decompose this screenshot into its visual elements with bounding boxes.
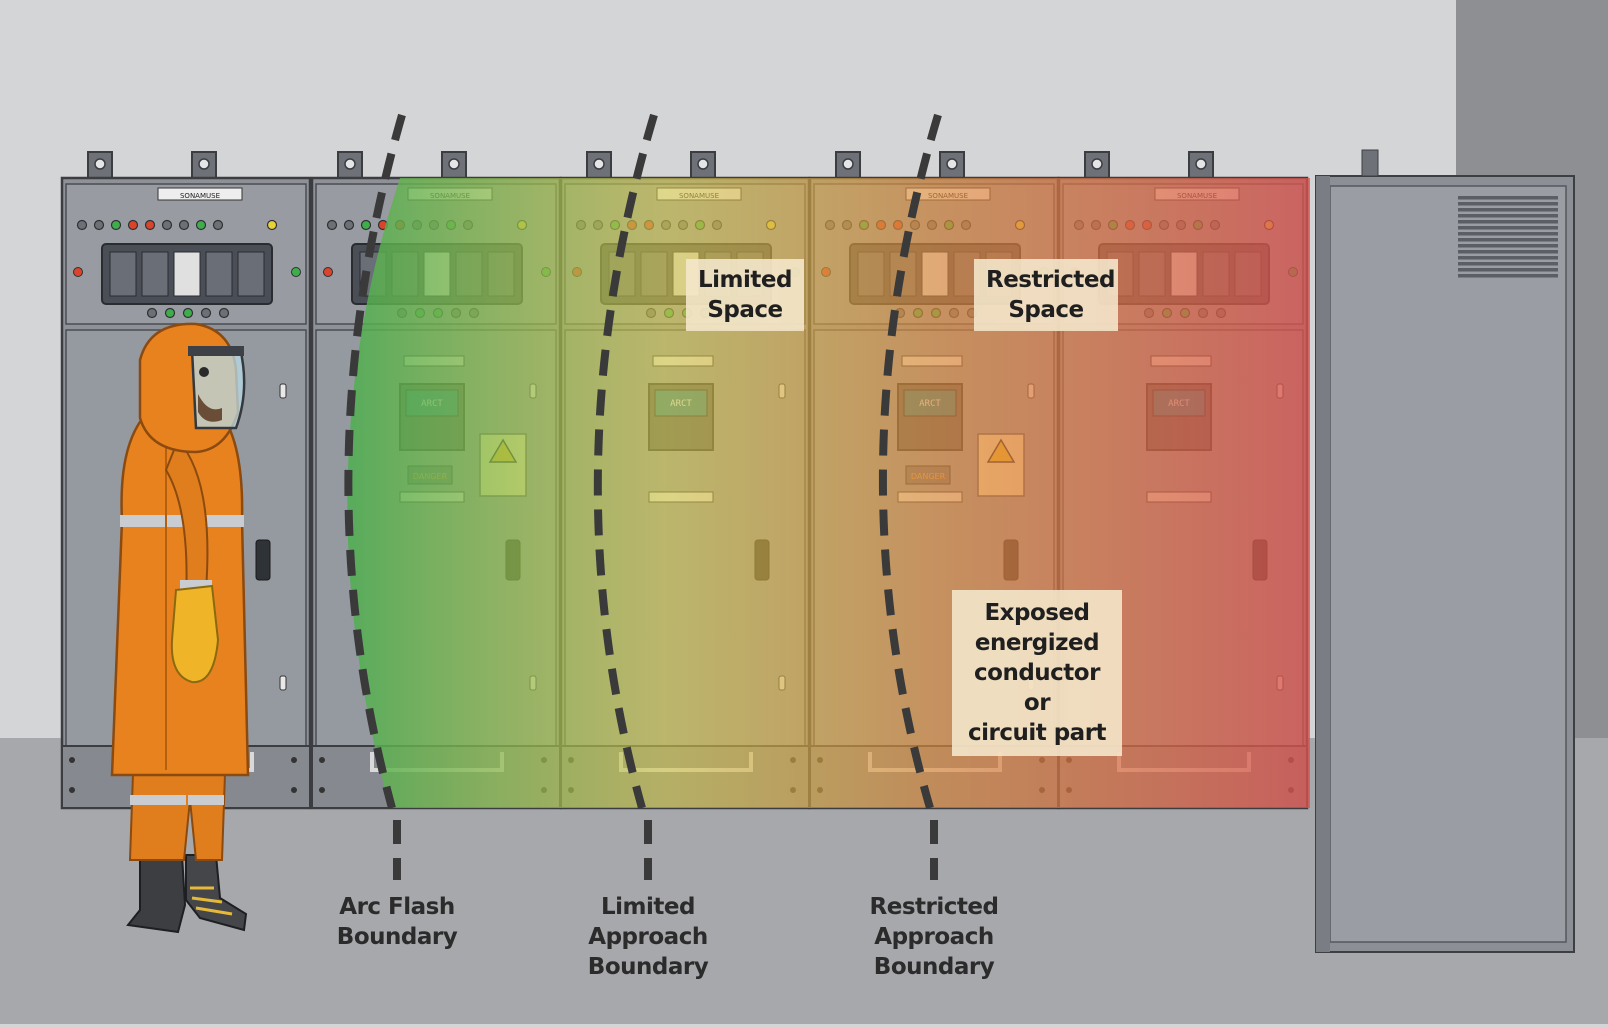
limited-approach-boundary-label: Limited Approach Boundary <box>578 892 718 982</box>
worker-in-arc-flash-suit <box>110 322 250 934</box>
restricted-space-label: Restricted Space <box>974 259 1118 331</box>
exposed-energized-part-label: Exposed energized conductor or circuit p… <box>952 590 1122 756</box>
restricted-approach-line2: Approach <box>874 924 994 950</box>
adjacent-enclosure <box>1315 149 1575 953</box>
indicator-lamp <box>178 219 190 231</box>
limited-space-line1: Limited <box>698 267 792 293</box>
arc-flash-boundary-label: Arc Flash Boundary <box>327 892 467 952</box>
arc-flash-boundary-line <box>344 113 406 810</box>
limited-approach-line1: Limited <box>601 894 695 920</box>
restricted-approach-line1: Restricted <box>869 894 999 920</box>
indicator-lamp <box>212 219 224 231</box>
restricted-approach-boundary-label: Restricted Approach Boundary <box>854 892 1014 982</box>
indicator-lamp <box>343 219 355 231</box>
indicator-lamp <box>161 219 173 231</box>
restricted-approach-line3: Boundary <box>873 954 995 980</box>
limited-approach-line2: Approach <box>588 924 708 950</box>
restricted-approach-boundary-line <box>878 113 942 810</box>
exposed-line3: conductor or <box>974 660 1100 716</box>
indicator-lamp <box>76 219 88 231</box>
restricted-space-line1: Restricted <box>986 267 1115 293</box>
exposed-line2: energized <box>974 630 1100 656</box>
arc-flash-line1: Arc Flash <box>339 894 455 920</box>
limited-approach-line3: Boundary <box>587 954 709 980</box>
boundary-lines <box>344 113 942 880</box>
exposed-line4: circuit part <box>967 720 1107 746</box>
limited-space-line2: Space <box>707 297 783 323</box>
indicator-lamp <box>110 219 122 231</box>
vent-louver <box>1458 196 1558 278</box>
indicator-lamp <box>93 219 105 231</box>
door-handle <box>255 539 271 581</box>
indicator-lamp <box>144 219 156 231</box>
indicator-lamp <box>360 219 372 231</box>
indicator-lamp <box>195 219 207 231</box>
restricted-space-line2: Space <box>1008 297 1084 323</box>
indicator-lamp <box>127 219 139 231</box>
limited-approach-boundary-line <box>593 113 658 810</box>
approach-zone-overlay <box>347 178 1310 808</box>
indicator-lamp <box>326 219 338 231</box>
cabinet-nameplate-text: SONAMUSE <box>180 192 220 200</box>
limited-space-label: Limited Space <box>686 259 804 331</box>
arc-flash-line2: Boundary <box>336 924 458 950</box>
exposed-line1: Exposed <box>984 600 1090 626</box>
